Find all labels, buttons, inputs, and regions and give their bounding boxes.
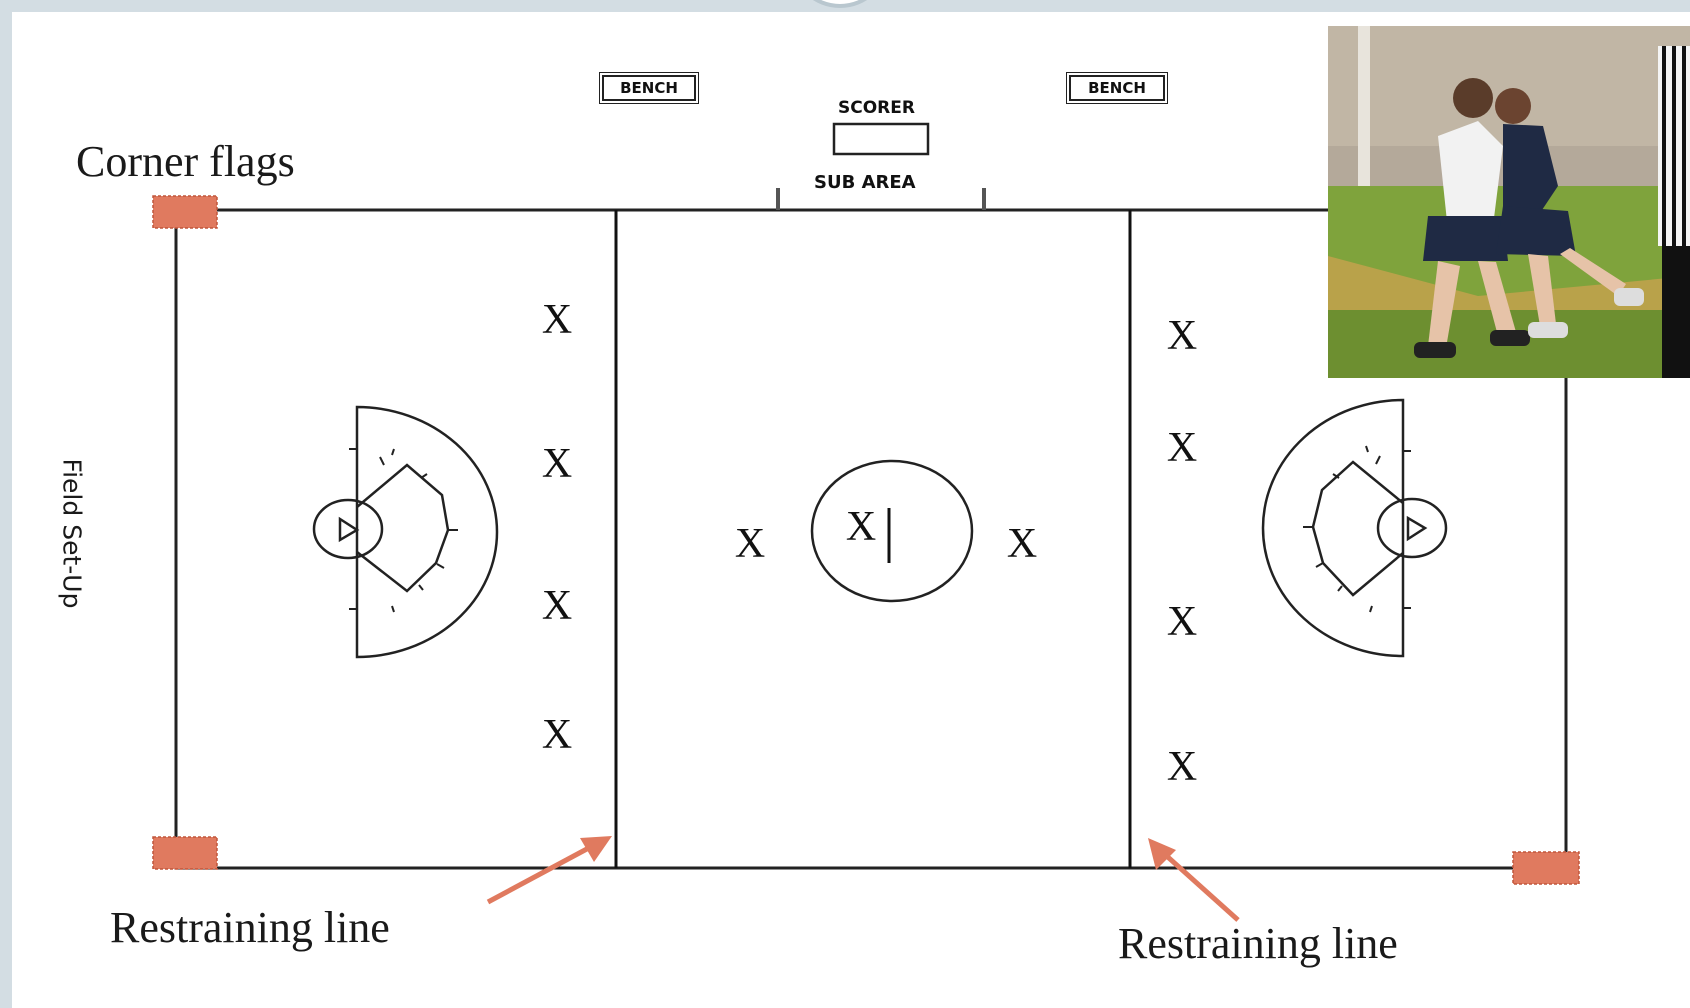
left-goal-triangle (338, 516, 360, 543)
left-hash-marks (349, 448, 458, 613)
slide-ornament (812, 0, 868, 8)
scorer-table (832, 122, 930, 156)
player-marker: X (1006, 521, 1038, 567)
bench-left-label: BENCH (599, 72, 699, 104)
corner-flag-bottom-right (1512, 851, 1580, 885)
bench-right-label: BENCH (1066, 72, 1168, 104)
right-goal-area (1261, 398, 1448, 658)
left-goal-circle (312, 498, 384, 560)
player-marker: X (541, 583, 573, 629)
corner-flags-label: Corner flags (76, 137, 295, 186)
restraining-line-left-label: Restraining line (110, 903, 390, 952)
player-marker: X (1166, 425, 1198, 471)
right-goal-triangle (1406, 515, 1428, 542)
right-hash-marks (1303, 445, 1411, 613)
left-fan-arc (355, 405, 499, 659)
corner-flag-top-left (152, 195, 218, 229)
right-goal-circle (1376, 497, 1448, 559)
player-marker: X (1166, 313, 1198, 359)
arrow-restraining-left (486, 836, 612, 905)
right-eight-meter-arc (1311, 460, 1404, 597)
player-marker: X (845, 504, 877, 550)
field-setup-title: Field Set-Up (57, 458, 87, 609)
player-marker: X (541, 712, 573, 758)
lacrosse-draw-photo (1328, 26, 1690, 378)
player-marker: X (1166, 744, 1198, 790)
corner-flag-bottom-left (152, 836, 218, 870)
field-boundary (174, 208, 1568, 870)
center-circle (810, 459, 974, 603)
player-marker: X (541, 441, 573, 487)
sub-area-label: SUB AREA (814, 172, 916, 193)
slide-frame-left (0, 0, 12, 1008)
player-marker: X (1166, 599, 1198, 645)
left-eight-meter-arc (356, 463, 450, 593)
arrow-restraining-right (1148, 838, 1240, 922)
scorer-label: SCORER (838, 98, 915, 118)
left-goal-area (312, 405, 499, 659)
player-marker: X (541, 297, 573, 343)
right-fan-arc (1261, 398, 1405, 658)
restraining-line-right-label: Restraining line (1118, 919, 1398, 968)
player-marker: X (734, 521, 766, 567)
